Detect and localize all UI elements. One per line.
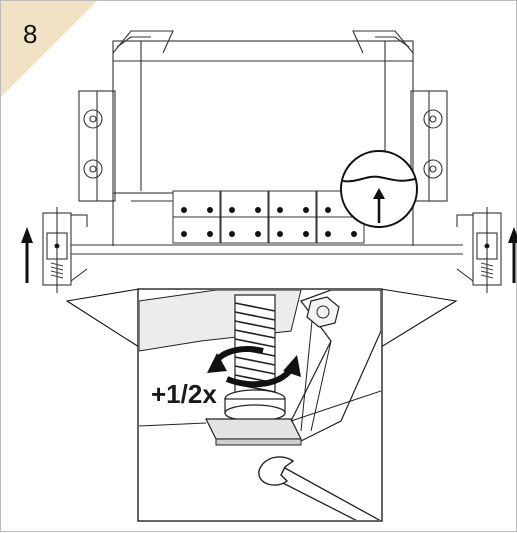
base-plate: [205, 418, 302, 440]
hinge-plates: [172, 190, 365, 244]
callout-projection: [65, 288, 458, 349]
right-callout-wedge: [380, 288, 458, 348]
right-roller-top: [423, 109, 443, 129]
right-roller-bottom: [423, 159, 443, 179]
step-badge-shape: [1, 1, 97, 97]
right-adjuster-assembly: [456, 207, 502, 293]
left-roller-top: [83, 109, 103, 129]
rotation-arrow-icon: [207, 346, 301, 388]
left-callout-wedge: [65, 288, 140, 349]
right-wing: [352, 30, 414, 54]
horizontal-bar: [61, 244, 463, 255]
wrench-icon: [258, 456, 381, 520]
surface-up-arrow-icon: [373, 188, 385, 199]
left-wing: [112, 30, 174, 54]
turn-amount-label: +1/2x: [151, 379, 217, 409]
step-badge: 8: [1, 1, 97, 97]
detail-view: +1/2x: [137, 288, 383, 522]
step-number: 8: [23, 19, 37, 49]
machine-body: [78, 30, 448, 246]
angled-beam: [290, 290, 381, 442]
left-up-arrow-icon: [21, 227, 33, 283]
left-roller-bottom: [83, 159, 103, 179]
hex-nut: [306, 296, 340, 328]
right-up-arrow-icon: [508, 227, 517, 283]
surface-curve: [342, 175, 416, 183]
surface-detail-magnifier: [340, 150, 418, 228]
left-adjuster-assembly: [42, 207, 88, 293]
